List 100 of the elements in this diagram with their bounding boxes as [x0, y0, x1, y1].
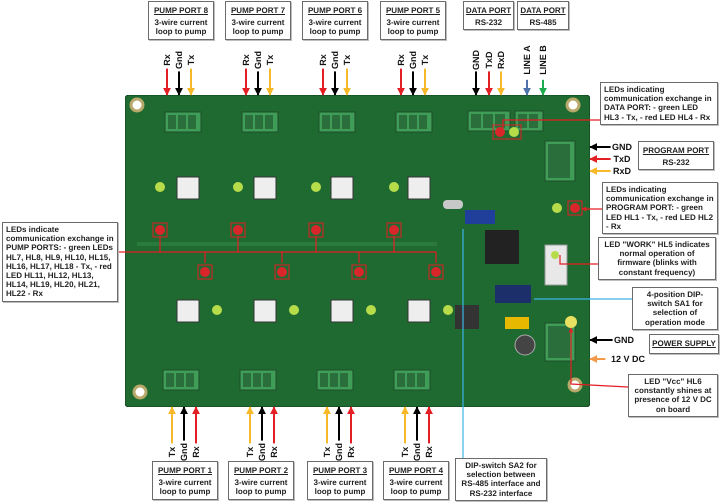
- port-box: [517, 1, 569, 30]
- wire-label: Rx: [162, 54, 172, 66]
- arrow: [187, 68, 195, 96]
- callout-text: DIP-switch SA2 for selection between RS-485 interface and RS-232 interface: [460, 461, 542, 498]
- arrow: [347, 406, 355, 444]
- port-box: [148, 1, 214, 40]
- port-title: PROGRAM PORT: [642, 146, 710, 156]
- arrow: [397, 68, 405, 96]
- port-box: [380, 1, 446, 40]
- arrow: [589, 155, 611, 163]
- port-description: 3-wire current loop to pump: [312, 478, 368, 497]
- port-title: PUMP PORT 2: [234, 466, 288, 476]
- arrow: [175, 71, 183, 96]
- port-title: PUMP PORT 7: [230, 6, 286, 16]
- port-box: [225, 1, 291, 40]
- port-box: [649, 334, 719, 354]
- wire-label: Rx: [191, 446, 201, 458]
- arrow: [485, 71, 493, 96]
- wire-label: LINE A: [522, 45, 532, 75]
- wire-label: Rx: [424, 446, 434, 458]
- wire-label: Gnd: [179, 443, 189, 461]
- callout-text: LED "WORK" HL5 indicates normal operation of firmware (blinks with constant frequency): [603, 240, 711, 277]
- arrow: [539, 80, 547, 96]
- arrow: [192, 406, 200, 444]
- arrow: [589, 336, 613, 344]
- arrow: [472, 71, 480, 96]
- port-box: [152, 461, 218, 500]
- port-description: RS-485: [529, 18, 557, 28]
- leader-line: [117, 235, 437, 264]
- wire-label: Tx: [245, 446, 255, 458]
- wire-label: Tx: [342, 54, 352, 66]
- callout-text: 4-position DIP-switch SA1 for selection of operation mode: [644, 290, 706, 327]
- callout-box: [632, 287, 718, 330]
- wire-label: Gnd: [257, 443, 267, 461]
- arrow: [523, 80, 531, 96]
- port-box: [307, 461, 373, 500]
- arrow: [335, 406, 343, 441]
- arrow: [163, 68, 171, 96]
- wire-label: Gnd: [334, 443, 344, 461]
- arrow: [266, 68, 274, 96]
- port-title: DATA PORT: [466, 6, 512, 16]
- arrow: [589, 167, 611, 175]
- wire-label: Tx: [420, 54, 430, 66]
- port-description: 3-wire current loop to pump: [158, 478, 212, 497]
- leader-line: [559, 255, 598, 265]
- arrow: [413, 406, 421, 441]
- leader-line: [568, 328, 628, 388]
- arrow: [258, 406, 266, 441]
- arrow: [425, 406, 433, 444]
- callout-text: LED "Vcc" HL6 constantly shines at presence of 12 V DC on board: [633, 377, 713, 414]
- arrow: [409, 71, 417, 96]
- wire-label: Rx: [346, 446, 356, 458]
- wire-label: RxD: [613, 166, 631, 176]
- wire-label: Tx: [265, 54, 275, 66]
- port-description: 3-wire current loop to pump: [308, 18, 362, 37]
- arrow: [323, 406, 331, 444]
- port-title: PUMP PORT 5: [386, 6, 440, 16]
- port-description: RS-232: [474, 18, 502, 28]
- callout-text: LEDs indicating communication exchange in PROGRAM PORT: - green LED HL1 - Tx, - red LED HL2 - Rx: [606, 185, 714, 231]
- leader-line: [582, 206, 602, 212]
- port-box: [638, 141, 714, 170]
- arrow: [589, 143, 611, 151]
- arrow: [270, 406, 278, 444]
- port-description: 3-wire current loop to pump: [154, 18, 208, 37]
- port-title: POWER SUPPLY: [652, 339, 716, 348]
- wire-label: Tx: [322, 446, 332, 458]
- arrow: [254, 71, 262, 96]
- port-title: PUMP PORT 8: [154, 6, 208, 16]
- port-box: [302, 1, 368, 40]
- wire-label: RxD: [496, 51, 506, 69]
- arrow: [343, 68, 351, 96]
- wire-label: Rx: [269, 446, 279, 458]
- leader-line: [534, 298, 632, 300]
- arrow: [242, 68, 250, 96]
- port-box: [463, 1, 514, 30]
- wire-label: Gnd: [174, 51, 184, 69]
- port-box: [228, 461, 294, 500]
- port-description: 3-wire current loop to pump: [230, 18, 286, 37]
- arrow: [401, 406, 409, 444]
- port-description: RS-232: [662, 158, 690, 168]
- wire-label: Gnd: [253, 51, 263, 69]
- callout-text: LEDs indicating communication exchange in DATA PORT: - green LED HL3 - Tx, - red LED HL4 - Rx: [604, 85, 713, 122]
- wire-label: GND: [614, 335, 634, 345]
- arrow: [180, 406, 188, 441]
- wire-label: Gnd: [412, 443, 422, 461]
- arrow: [331, 71, 339, 96]
- port-title: PUMP PORT 6: [308, 6, 362, 16]
- wire-label: Gnd: [330, 51, 340, 69]
- wire-label: TxD: [484, 52, 494, 68]
- wire-label: LINE B: [538, 45, 548, 75]
- arrow: [168, 406, 176, 444]
- wire-label: TxD: [614, 154, 630, 164]
- wire-label: GND: [471, 50, 481, 70]
- wire-label: Rx: [318, 54, 328, 66]
- arrow: [421, 68, 429, 96]
- arrow: [319, 68, 327, 96]
- arrow: [246, 406, 254, 444]
- leader-line: [462, 229, 464, 458]
- port-description: 3-wire current loop to pump: [386, 18, 440, 37]
- arrow: [497, 71, 505, 96]
